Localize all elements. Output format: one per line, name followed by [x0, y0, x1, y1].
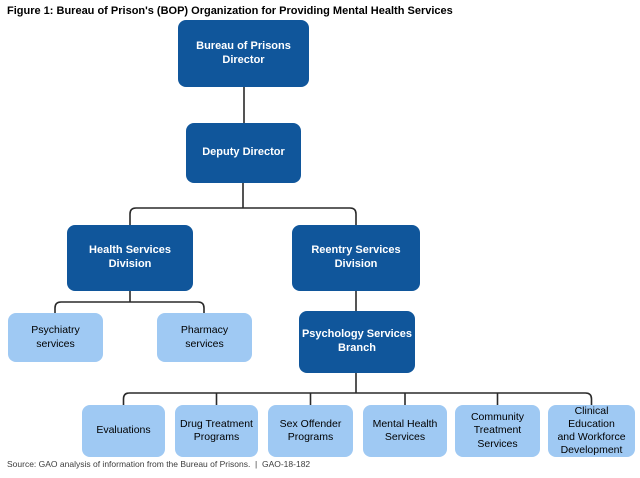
org-node-deputy-director: Deputy Director [186, 123, 301, 183]
org-node-evaluations: Evaluations [82, 405, 165, 457]
org-node-bureau-of-prisons-director: Bureau of Prisons Director [178, 20, 309, 87]
org-node-pharmacy-services: Pharmacy services [157, 313, 252, 362]
org-node-psychiatry-services: Psychiatry services [8, 313, 103, 362]
org-node-health-services-division: Health Services Division [67, 225, 193, 291]
figure-title: Figure 1: Bureau of Prison's (BOP) Organ… [7, 5, 453, 17]
org-node-community-treatment-services: Community Treatment Services [455, 405, 540, 457]
org-node-reentry-services-division: Reentry Services Division [292, 225, 420, 291]
org-node-psychology-services-branch: Psychology Services Branch [299, 311, 415, 373]
figure-source-note: Source: GAO analysis of information from… [7, 459, 311, 469]
org-node-clinical-education-workforce-development: Clinical Education and Workforce Develop… [548, 405, 635, 457]
org-node-sex-offender-programs: Sex Offender Programs [268, 405, 353, 457]
org-node-mental-health-services: Mental Health Services [363, 405, 447, 457]
org-node-drug-treatment-programs: Drug Treatment Programs [175, 405, 258, 457]
